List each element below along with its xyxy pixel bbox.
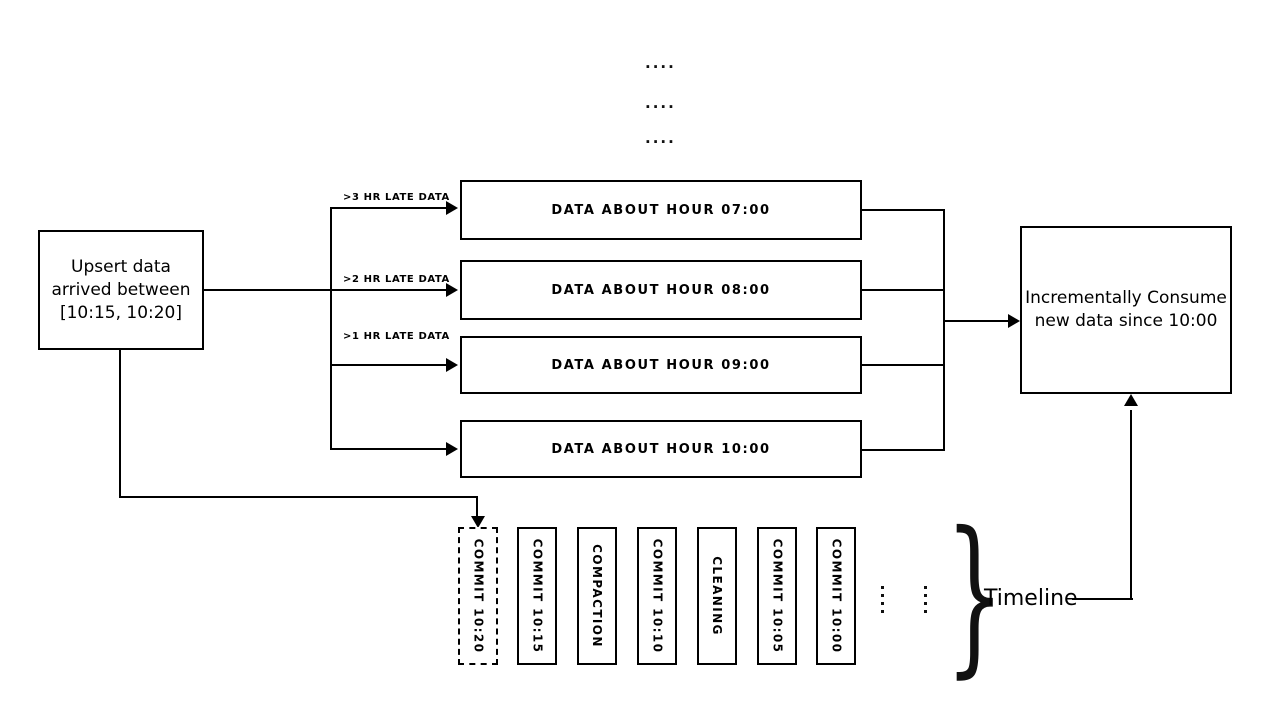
branch-arm-hour-07 <box>330 207 448 209</box>
timeline-commit-5-label: COMMIT 10:05 <box>770 538 784 654</box>
connector-source-to-branch <box>204 289 332 291</box>
timeline-commit-6: COMMIT 10:00 <box>816 527 856 665</box>
hour-box-09-label: DATA ABOUT HOUR 09:00 <box>551 357 771 373</box>
timeline-commit-1: COMMIT 10:15 <box>517 527 557 665</box>
consumer-line-1: Incrementally Consume <box>1025 288 1227 308</box>
timeline-commit-0: COMMIT 10:20 <box>458 527 498 665</box>
hour-box-08: DATA ABOUT HOUR 08:00 <box>460 260 862 320</box>
timeline-brace: } <box>945 496 1005 694</box>
arrow-to-hour-09 <box>446 358 458 372</box>
merge-stub-hour-09 <box>862 364 945 366</box>
hour-box-08-label: DATA ABOUT HOUR 08:00 <box>551 282 771 298</box>
hour-box-10: DATA ABOUT HOUR 10:00 <box>460 420 862 478</box>
branch-arm-hour-08 <box>330 289 448 291</box>
hour-box-10-label: DATA ABOUT HOUR 10:00 <box>551 441 771 457</box>
connector-source-to-commit <box>119 496 478 498</box>
timeline-ellipsis-1 <box>881 586 884 613</box>
upsert-source-box: Upsert data arrived between [10:15, 10:2… <box>38 230 204 350</box>
arrow-to-consumer <box>1008 314 1020 328</box>
timeline-commit-2-label: COMPACTION <box>590 544 605 648</box>
timeline-commit-0-label: COMMIT 10:20 <box>471 538 485 654</box>
connector-source-down <box>119 350 121 498</box>
timeline-commit-4-label: CLEANING <box>710 556 725 636</box>
hour-box-07-label: DATA ABOUT HOUR 07:00 <box>551 202 771 218</box>
branch-arm-hour-09 <box>330 364 448 366</box>
connector-timeline-right <box>1072 598 1133 600</box>
hour-box-07: DATA ABOUT HOUR 07:00 <box>460 180 862 240</box>
ellipsis-row-1: .... <box>645 54 676 72</box>
merge-stub-hour-07 <box>862 209 945 211</box>
timeline-commit-6-label: COMMIT 10:00 <box>829 538 843 654</box>
upsert-line-1: Upsert data <box>71 256 171 277</box>
connector-commit-drop <box>476 496 478 518</box>
edge-label-2hr-late: >2 HR LATE DATA <box>343 274 450 285</box>
upsert-source-text: Upsert data arrived between [10:15, 10:2… <box>51 256 190 325</box>
arrow-to-hour-07 <box>446 201 458 215</box>
edge-label-1hr-late: >1 HR LATE DATA <box>343 331 450 342</box>
merge-spine <box>943 209 945 451</box>
connector-merge-to-consumer <box>943 320 1009 322</box>
branch-arm-hour-10 <box>330 448 448 450</box>
upsert-line-3: [10:15, 10:20] <box>59 302 183 323</box>
ellipsis-row-3: .... <box>645 129 676 147</box>
arrow-timeline-to-consumer <box>1124 394 1138 406</box>
incremental-consumer-text: Incrementally Consume new data since 10:… <box>1025 287 1227 333</box>
branch-spine <box>330 207 332 450</box>
merge-stub-hour-10 <box>862 449 945 451</box>
timeline-ellipsis-2 <box>924 586 927 613</box>
timeline-commit-3-label: COMMIT 10:10 <box>650 538 664 654</box>
timeline-commit-5: COMMIT 10:05 <box>757 527 797 665</box>
upsert-line-2: arrived between <box>51 279 191 300</box>
ellipsis-row-2: .... <box>645 94 676 112</box>
edge-label-3hr-late: >3 HR LATE DATA <box>343 192 450 203</box>
consumer-line-2: new data since 10:00 <box>1034 311 1218 331</box>
timeline-commit-1-label: COMMIT 10:15 <box>530 538 544 654</box>
timeline-commit-2: COMPACTION <box>577 527 617 665</box>
incremental-consumer-box: Incrementally Consume new data since 10:… <box>1020 226 1232 394</box>
arrow-to-commit-1020 <box>471 516 485 528</box>
merge-stub-hour-08 <box>862 289 945 291</box>
connector-timeline-up <box>1130 410 1132 600</box>
hour-box-09: DATA ABOUT HOUR 09:00 <box>460 336 862 394</box>
arrow-to-hour-10 <box>446 442 458 456</box>
arrow-to-hour-08 <box>446 283 458 297</box>
timeline-commit-4: CLEANING <box>697 527 737 665</box>
timeline-commit-3: COMMIT 10:10 <box>637 527 677 665</box>
timeline-label: Timeline <box>984 586 1078 611</box>
